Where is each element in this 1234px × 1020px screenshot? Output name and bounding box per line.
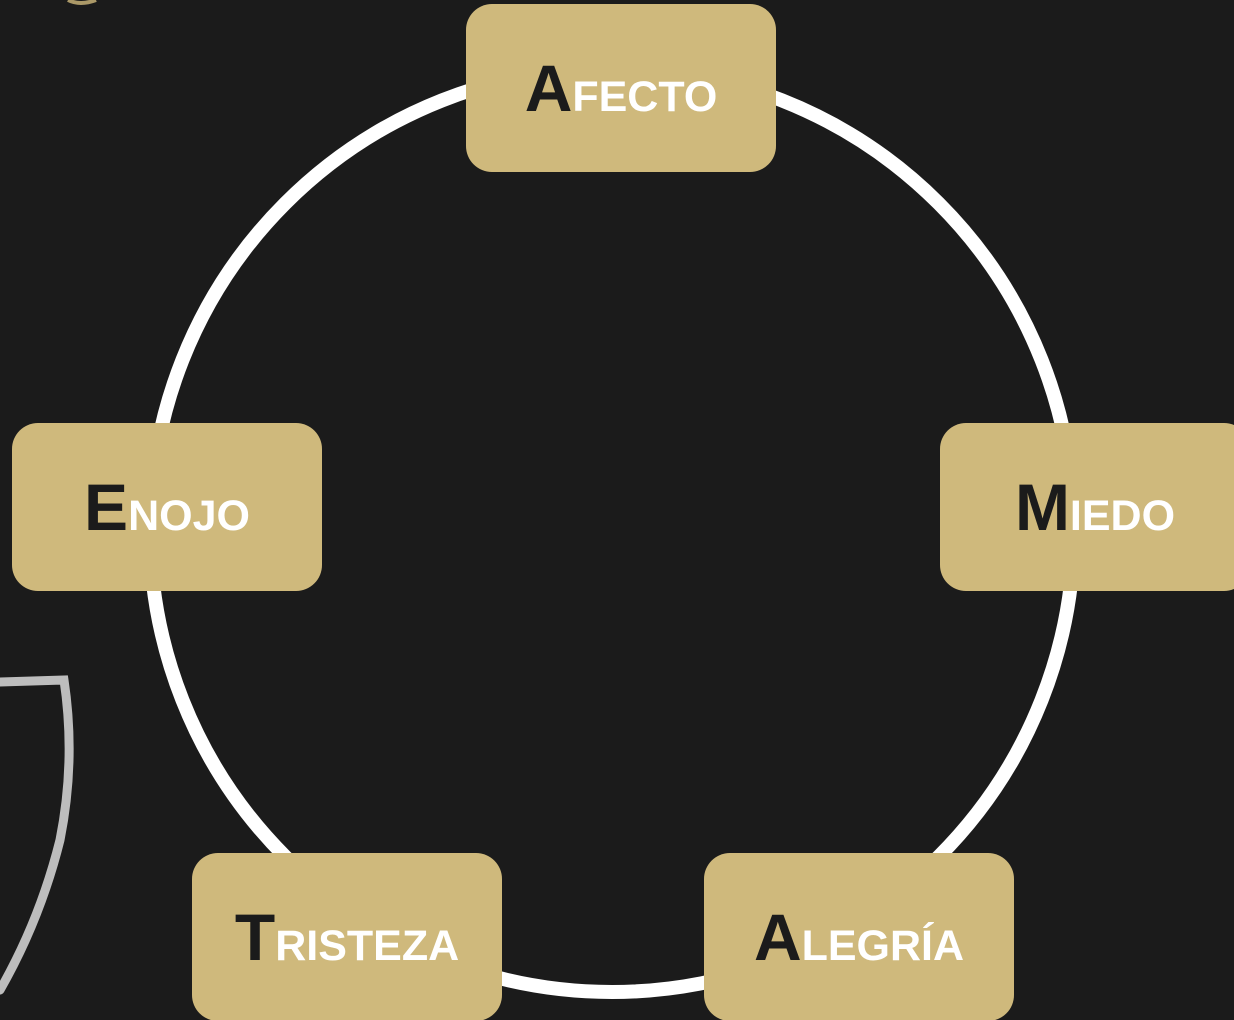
node-afecto: A FECTO (466, 4, 776, 172)
node-alegria-initial: A (753, 900, 802, 974)
node-tristeza-rest: RISTEZA (275, 922, 460, 970)
node-tristeza-initial: T (234, 900, 276, 974)
corner-decoration (67, 0, 97, 5)
node-miedo-initial: M (1014, 470, 1070, 544)
node-alegria-rest: LEGRÍA (801, 922, 965, 970)
node-enojo: E NOJO (12, 423, 322, 591)
node-afecto-rest: FECTO (572, 73, 718, 121)
node-miedo: M IEDO (940, 423, 1234, 591)
node-tristeza: T RISTEZA (192, 853, 502, 1020)
node-alegria: A LEGRÍA (704, 853, 1014, 1020)
node-afecto-initial: A (524, 51, 573, 125)
node-enojo-rest: NOJO (128, 492, 250, 540)
node-enojo-initial: E (84, 470, 129, 544)
shield-outline-decoration (0, 675, 74, 995)
node-miedo-rest: IEDO (1069, 492, 1176, 540)
